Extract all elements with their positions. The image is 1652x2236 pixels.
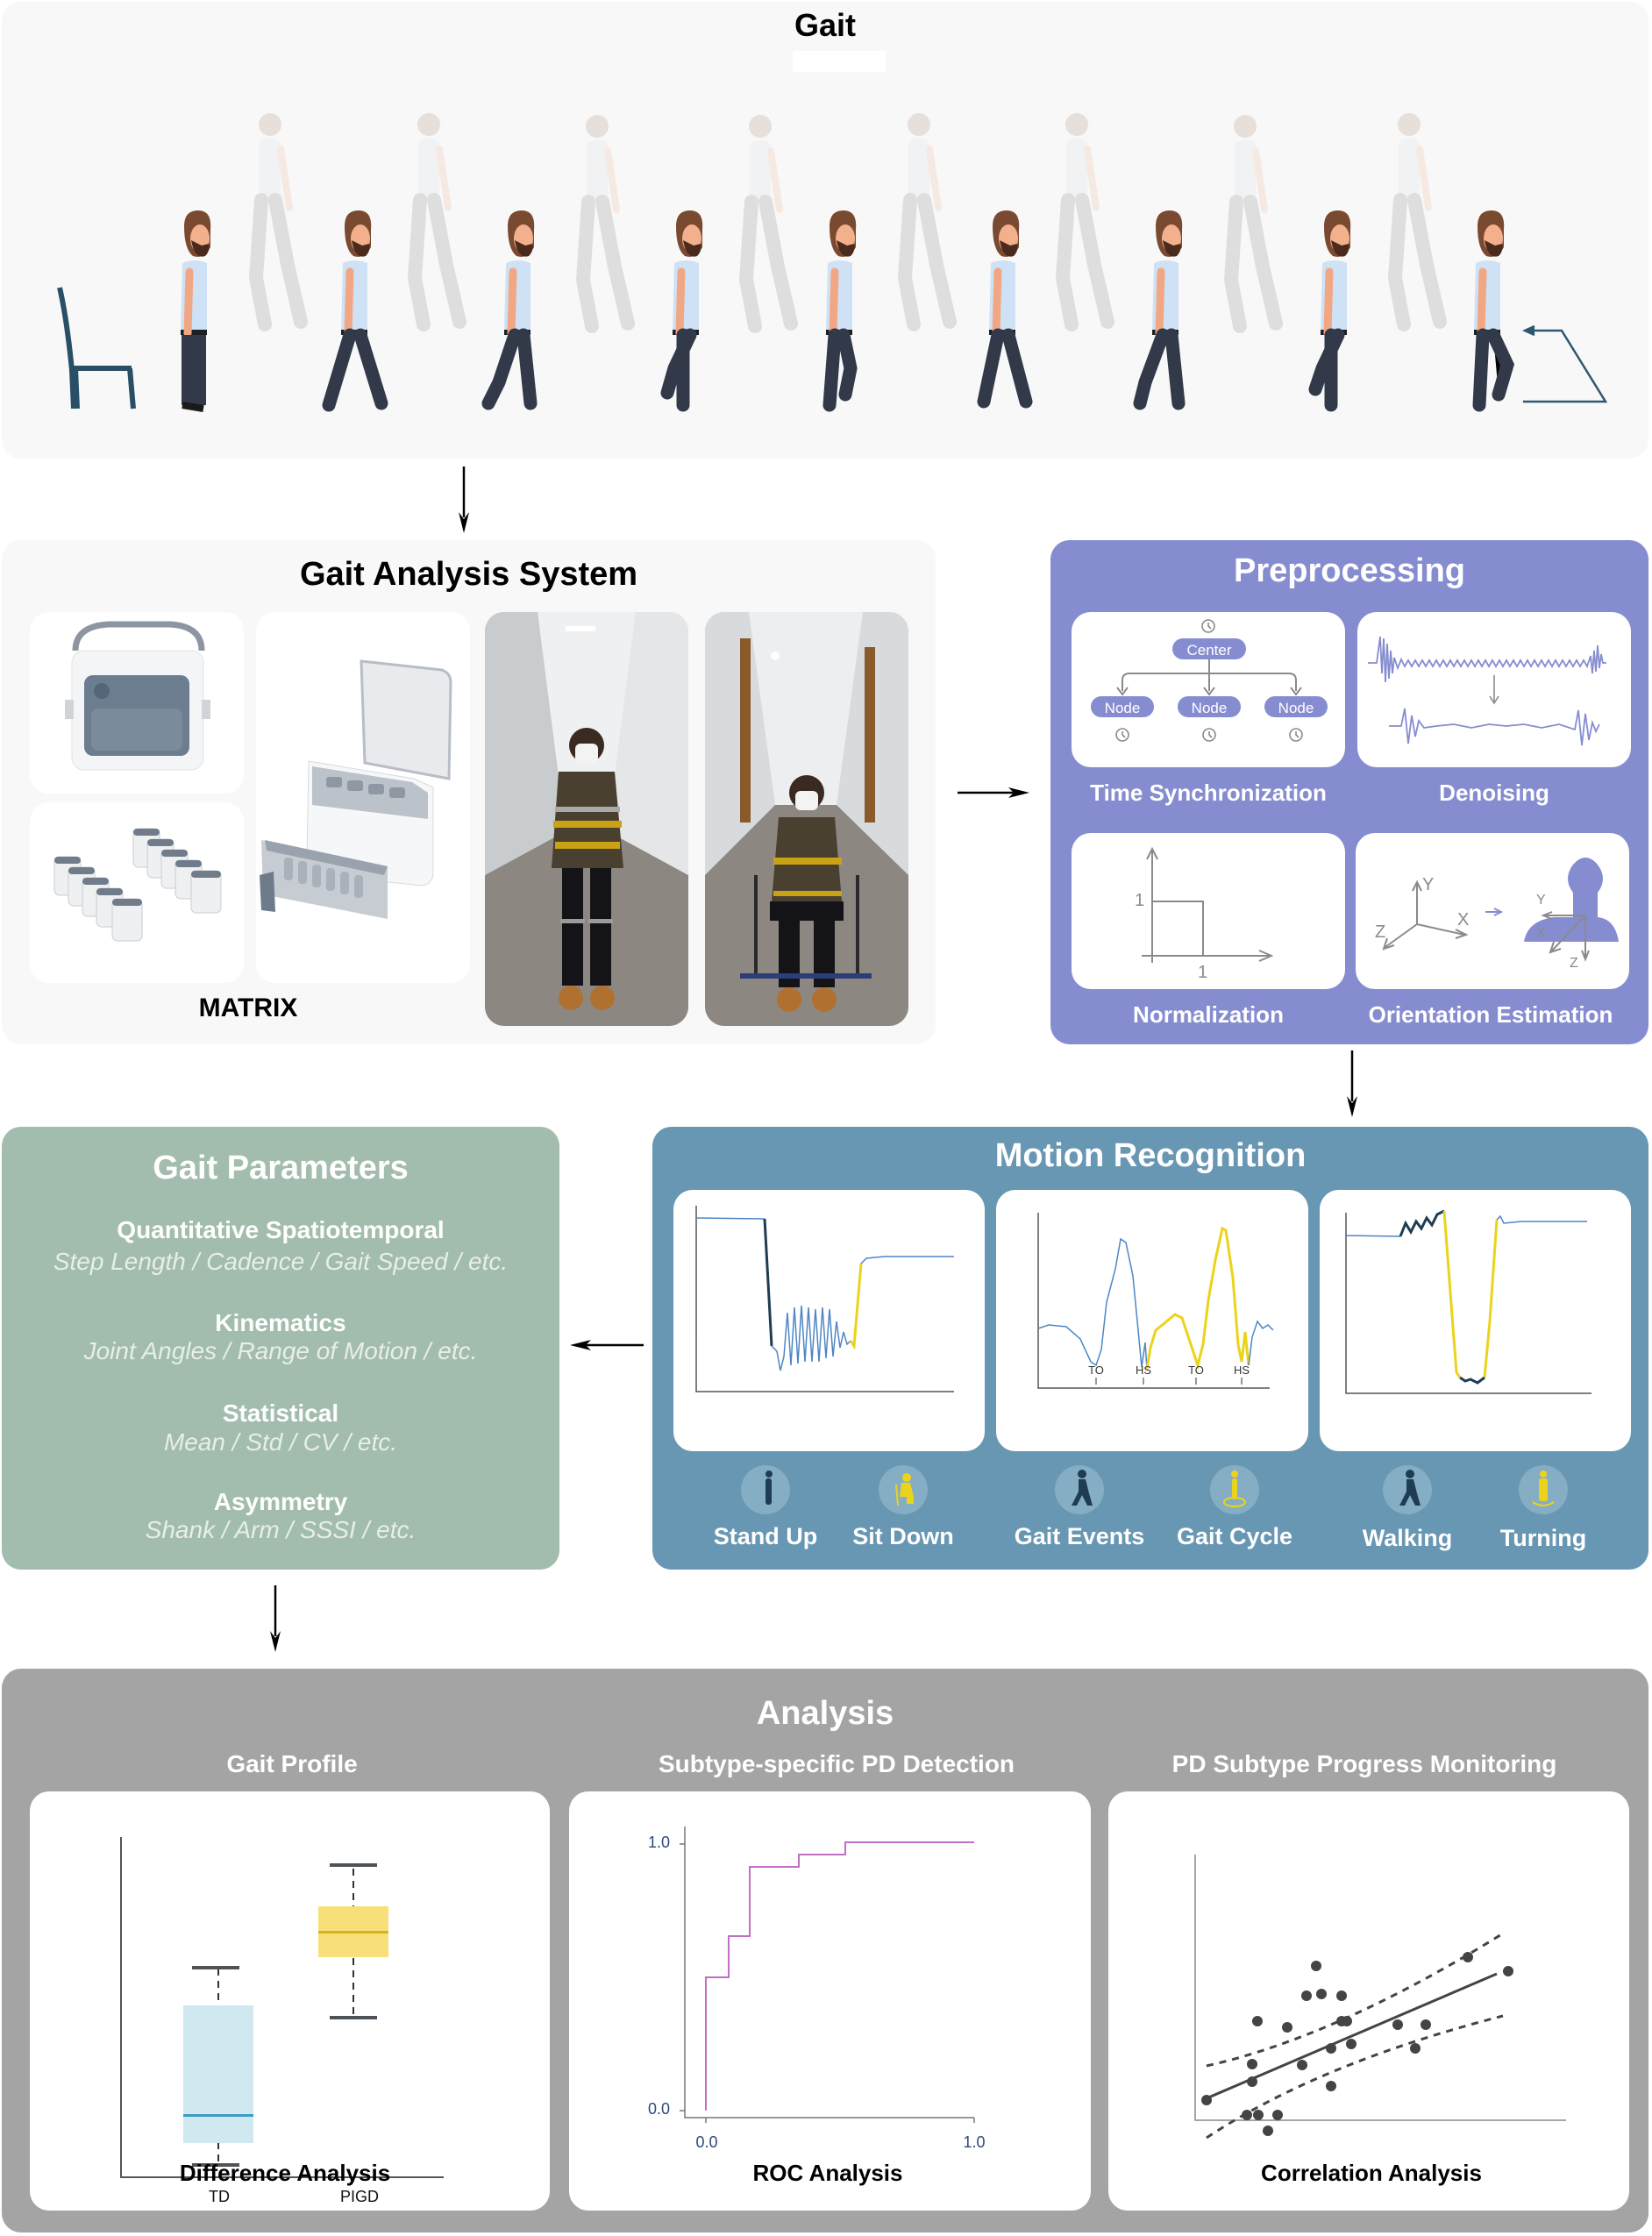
center-node-label: Center: [1186, 642, 1232, 659]
activity-icons: [741, 1465, 1568, 1514]
axis-y-left: Y: [1422, 875, 1435, 894]
roc-x-tick-1: 1.0: [963, 2133, 986, 2151]
normalization-x-tick: 1: [1198, 963, 1208, 982]
normalization-card: 1 1: [1072, 833, 1345, 989]
activity-label-walking: Walking: [1362, 1525, 1453, 1551]
gas-title: Gait Analysis System: [299, 556, 638, 593]
orientation-estimation-card: Y X Z Y X Z: [1356, 833, 1629, 989]
motion-recognition-panel: Motion Recognition TO HS TO HS: [652, 1127, 1648, 1570]
param-group-items-2: Joint Angles / Range of Motion / etc.: [83, 1337, 478, 1364]
correlation-analysis-card: [1108, 1791, 1629, 2211]
device-name-label: MATRIX: [198, 993, 298, 1022]
flow-arrow-down-2: [1347, 1050, 1357, 1117]
sensor-units-image: [30, 802, 244, 983]
gait-parameters-title: Gait Parameters: [153, 1150, 409, 1186]
analysis-title: Analysis: [756, 1695, 894, 1732]
title-placeholder-box: [793, 51, 886, 72]
activity-label-turning: Turning: [1499, 1525, 1587, 1551]
difference-analysis-caption: Difference Analysis: [179, 2160, 391, 2186]
subject-standing-photo: [485, 612, 688, 1026]
event-label-to-1: TO: [1088, 1364, 1104, 1377]
axis-x-left: X: [1457, 910, 1470, 929]
normalization-y-tick: 1: [1135, 891, 1145, 910]
charging-case-open-image: [256, 612, 470, 983]
walking-figures: [181, 210, 1514, 412]
chair-icon: [57, 287, 136, 409]
category-label-pigd: PIGD: [339, 2188, 380, 2205]
stand-up-icon: [765, 1470, 773, 1505]
walking-turning-signal-card: [1320, 1190, 1631, 1451]
gait-parameters-panel: Gait Parameters Quantitative Spatiotempo…: [2, 1127, 559, 1570]
roc-y-tick-1: 1.0: [648, 1834, 671, 1851]
scatter-chart: [1194, 1855, 1566, 2140]
correlation-analysis-caption: Correlation Analysis: [1261, 2160, 1482, 2186]
analysis-heading-gait-profile: Gait Profile: [226, 1750, 358, 1777]
box-plot: [120, 1837, 444, 2178]
subject-sitting-photo: [705, 612, 908, 1026]
sit-down-icon: [895, 1473, 914, 1506]
activity-label-sit-down: Sit Down: [852, 1523, 954, 1549]
category-label-td: TD: [209, 2188, 230, 2205]
walking-icon: [1399, 1470, 1421, 1506]
param-group-heading-2: Kinematics: [215, 1309, 346, 1336]
time-sync-label: Time Synchronization: [1090, 780, 1327, 806]
gait-panel: Gait: [2, 2, 1648, 459]
preprocessing-panel: Preprocessing Center Node Node Node Time…: [1050, 540, 1648, 1044]
analysis-heading-pd-detection: Subtype-specific PD Detection: [658, 1750, 1015, 1777]
param-group-items-3: Mean / Std / CV / etc.: [163, 1428, 398, 1456]
gait-events-signal-card: TO HS TO HS: [996, 1190, 1308, 1451]
axis-z-left: Z: [1375, 922, 1386, 942]
sit-stand-signal-card: [673, 1190, 985, 1451]
difference-analysis-card: TD PIGD: [30, 1791, 550, 2211]
gait-cycle-icon: [1223, 1470, 1246, 1507]
node-label-2: Node: [1191, 700, 1228, 716]
time-synchronization-card: Center Node Node Node: [1072, 612, 1345, 767]
gait-analysis-system-panel: Gait Analysis System: [2, 540, 936, 1044]
roc-analysis-card: 1.0 0.0 0.0 1.0: [569, 1791, 1091, 2211]
param-group-heading-4: Asymmetry: [213, 1488, 348, 1515]
analysis-heading-progress: PD Subtype Progress Monitoring: [1171, 1750, 1557, 1777]
denoising-label: Denoising: [1439, 780, 1549, 806]
param-group-items-4: Shank / Arm / SSSI / etc.: [145, 1516, 417, 1543]
normalization-label: Normalization: [1133, 1001, 1284, 1028]
event-label-to-2: TO: [1188, 1364, 1204, 1377]
denoising-card: [1357, 612, 1631, 767]
flow-arrow-right-1: [958, 787, 1029, 798]
gait-sequence-illustration: [57, 2, 1608, 412]
motion-recognition-title: Motion Recognition: [994, 1137, 1307, 1174]
roc-y-tick-0: 0.0: [648, 2100, 671, 2118]
param-group-heading-1: Quantitative Spatiotemporal: [117, 1216, 445, 1243]
axis-y-right: Y: [1536, 893, 1546, 908]
param-group-heading-3: Statistical: [222, 1399, 339, 1427]
roc-analysis-caption: ROC Analysis: [752, 2160, 903, 2186]
clock-icon: [1201, 619, 1215, 633]
orientation-label: Orientation Estimation: [1368, 1001, 1613, 1028]
activity-label-gait-cycle: Gait Cycle: [1176, 1523, 1293, 1549]
param-group-items-1: Step Length / Cadence / Gait Speed / etc…: [53, 1248, 509, 1275]
analysis-panel: Analysis Gait Profile Subtype-specific P…: [2, 1669, 1648, 2232]
turning-icon: [1532, 1470, 1555, 1506]
roc-x-tick-0: 0.0: [695, 2133, 718, 2151]
turn-arrow-icon: [1521, 324, 1608, 403]
node-label-1: Node: [1104, 700, 1141, 716]
activity-label-gait-events: Gait Events: [1014, 1523, 1145, 1549]
event-label-hs-2: HS: [1233, 1364, 1250, 1377]
flow-arrow-left-1: [570, 1340, 644, 1350]
gait-title: Gait: [794, 7, 856, 43]
roc-chart: [680, 1827, 975, 2123]
charging-case-front-image: [30, 612, 244, 794]
node-label-3: Node: [1278, 700, 1314, 716]
activity-label-stand-up: Stand Up: [713, 1523, 818, 1549]
flow-arrow-down-3: [270, 1585, 281, 1652]
gait-events-icon: [1072, 1470, 1093, 1506]
axis-x-right: X: [1536, 926, 1546, 941]
axis-z-right: Z: [1570, 956, 1578, 971]
flow-arrow-down-1: [459, 466, 469, 533]
preprocessing-title: Preprocessing: [1234, 552, 1465, 589]
event-label-hs-1: HS: [1135, 1364, 1152, 1377]
